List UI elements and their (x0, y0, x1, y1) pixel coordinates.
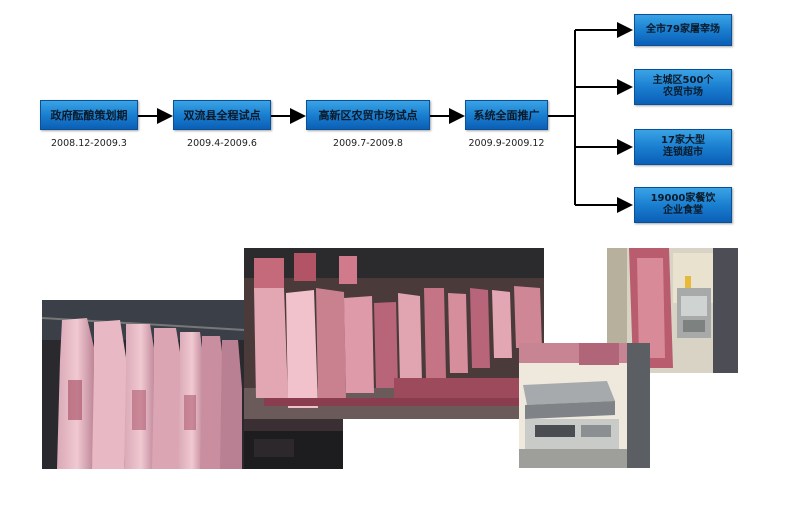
target-line1: 19000家餐饮 (650, 193, 716, 204)
stage-date: 2009.9-2009.12 (468, 138, 545, 149)
target-line2: 企业食堂 (663, 205, 703, 216)
photo-electronic-scale (519, 343, 650, 468)
stage-box-1: 政府酝酿策划期 (40, 100, 138, 130)
target-line1: 全市79家屠宰场 (646, 24, 720, 35)
target-line1: 17家大型 (661, 135, 705, 146)
stage-date: 2009.4-2009.6 (187, 138, 257, 149)
stage-box-3: 高新区农贸市场试点 (306, 100, 430, 130)
flow-connectors (138, 22, 633, 213)
target-box-1: 全市79家屠宰场 (634, 14, 732, 46)
photo-market-floor (244, 419, 343, 469)
target-box-2: 主城区500个 农贸市场 (634, 69, 732, 105)
stage-label: 高新区农贸市场试点 (318, 108, 418, 122)
target-box-3: 17家大型 连锁超市 (634, 129, 732, 165)
target-line1: 主城区500个 (652, 75, 714, 86)
photo-meat-market (244, 248, 544, 419)
photo-pork-carcasses (42, 300, 245, 469)
photo-trace-terminal (607, 248, 738, 373)
stage-label: 系统全面推广 (473, 108, 540, 122)
target-box-4: 19000家餐饮 企业食堂 (634, 187, 732, 223)
stage-label: 双流县全程试点 (183, 108, 261, 122)
stage-box-4: 系统全面推广 (465, 100, 548, 130)
stage-label: 政府酝酿策划期 (50, 108, 128, 122)
stage-date: 2008.12-2009.3 (51, 138, 127, 149)
target-line2: 农贸市场 (663, 87, 703, 98)
target-line2: 连锁超市 (663, 147, 703, 158)
stage-box-2: 双流县全程试点 (173, 100, 271, 130)
stage-date: 2009.7-2009.8 (333, 138, 403, 149)
